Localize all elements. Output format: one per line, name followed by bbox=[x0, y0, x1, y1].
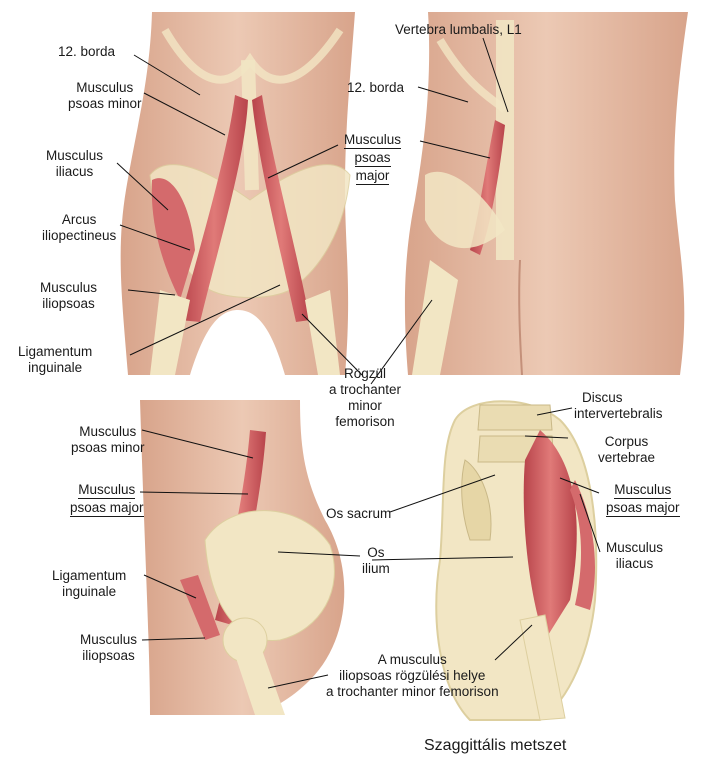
front-view bbox=[120, 12, 356, 375]
back-torso bbox=[404, 12, 688, 375]
sagittal-caption: Szaggittális metszet bbox=[424, 737, 567, 754]
back-ribs bbox=[436, 37, 508, 113]
sagittal-attachment-label: A musculus iliopsoas rögzülési helye a t… bbox=[326, 652, 499, 699]
back-rib12-label: 12. borda bbox=[347, 80, 405, 95]
front-femur-right bbox=[305, 290, 340, 375]
sagittal-iliacus bbox=[570, 480, 595, 610]
front-spine bbox=[241, 59, 259, 191]
back-pelvis bbox=[425, 171, 505, 249]
sagittal-sacrum bbox=[461, 459, 492, 541]
front-psoas-major-label: Musculus psoas major bbox=[344, 132, 402, 185]
side-femur bbox=[235, 650, 285, 715]
sagittal-view bbox=[435, 400, 598, 721]
side-psoas-major-label: Musculus psoas major bbox=[70, 482, 144, 517]
front-psoas-left bbox=[180, 95, 248, 322]
side-ilium bbox=[204, 510, 335, 641]
back-vertebra-label: Vertebra lumbalis, L1 bbox=[395, 22, 522, 37]
front-femur-left bbox=[150, 290, 190, 375]
sagittal-psoas-major-label: Musculus psoas major bbox=[606, 482, 680, 517]
leader-lines bbox=[116, 37, 601, 689]
back-buttock-cleft bbox=[518, 259, 523, 376]
sagittal-os-sacrum-label: Os sacrum bbox=[326, 506, 392, 521]
back-femur bbox=[412, 260, 458, 375]
sagittal-femur bbox=[519, 614, 566, 721]
front-rib12-label: 12. borda bbox=[58, 44, 116, 59]
front-iliacus bbox=[151, 178, 195, 300]
sagittal-psoas bbox=[523, 430, 577, 640]
side-iliopsoas bbox=[180, 575, 220, 640]
side-view bbox=[140, 400, 345, 715]
trochanter-attachment-label: Rögzül a trochanter minor femorison bbox=[329, 366, 402, 429]
back-view bbox=[404, 12, 688, 376]
front-psoas-right bbox=[252, 95, 310, 322]
